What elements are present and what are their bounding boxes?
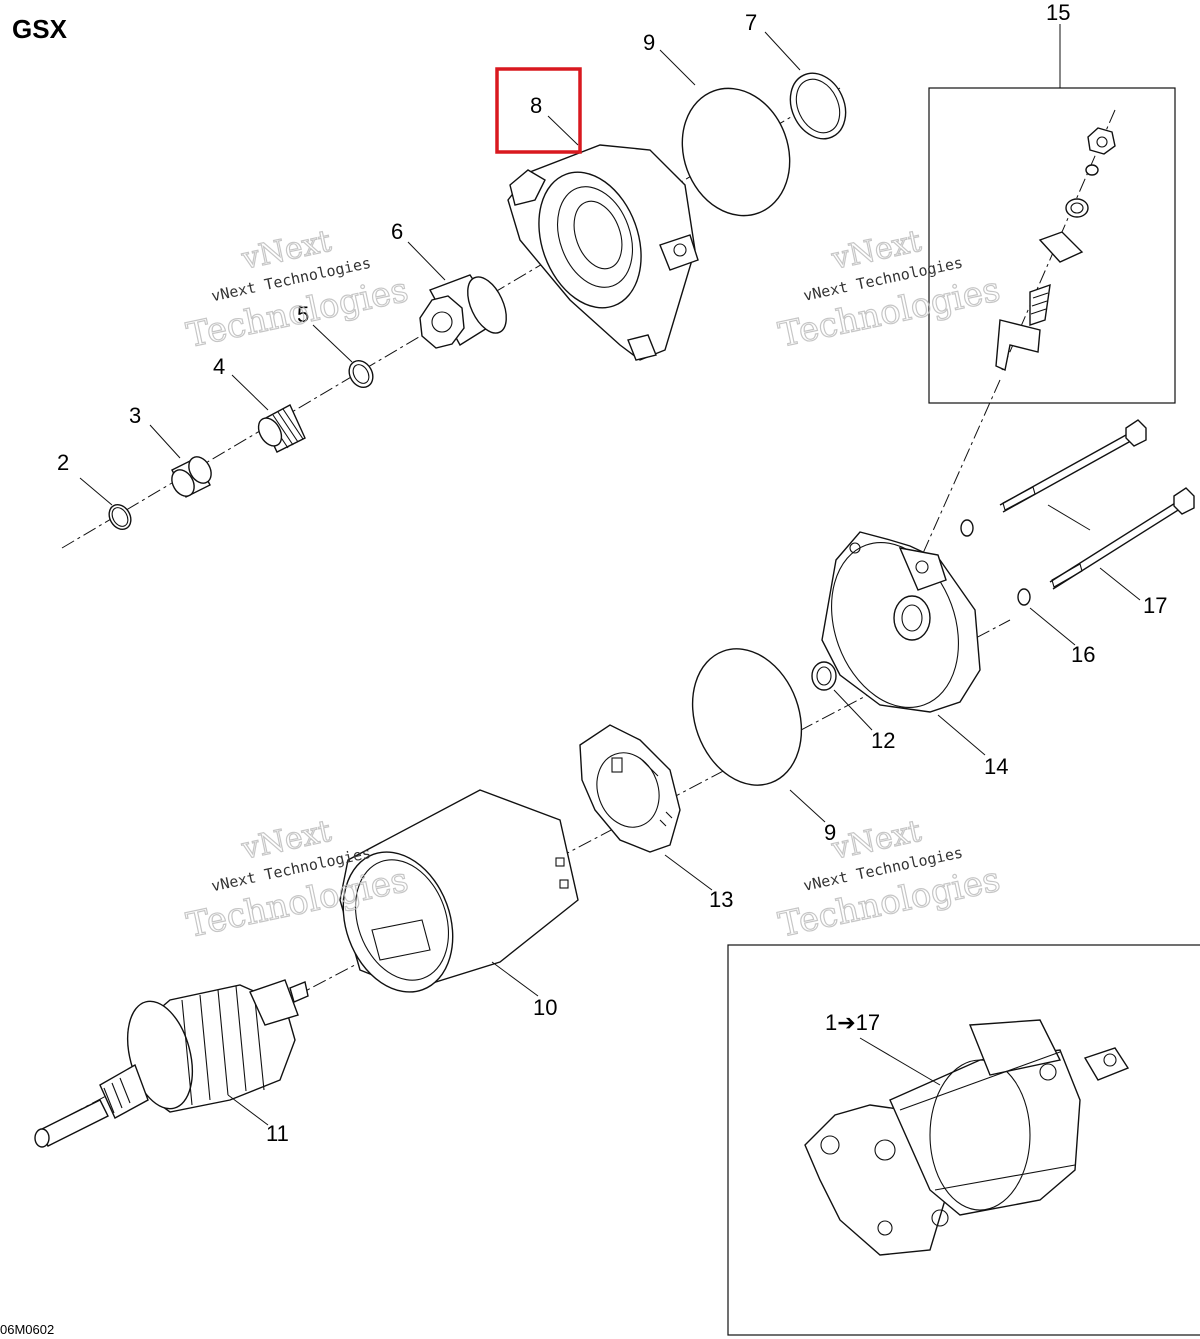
callout-16: 16 [1071,642,1095,667]
part-12-o-ring[interactable] [811,661,837,691]
inset-link-line [919,379,1001,561]
callout-10: 10 [533,995,557,1020]
starter-assembly-view[interactable] [804,1019,1130,1256]
callout-5: 5 [297,302,309,327]
callout-2: 2 [57,450,69,475]
inset-box-15 [928,87,1176,404]
part-8-drive-end-housing[interactable] [507,144,699,361]
part-5-washer[interactable] [344,356,377,391]
part-2-snap-ring[interactable] [105,501,135,534]
part-16-washers[interactable] [960,519,1031,606]
part-3-stop-collar[interactable] [167,453,215,500]
part-7-o-ring[interactable] [780,64,856,148]
callout-12: 12 [871,728,895,753]
part-10-yoke[interactable] [325,789,579,1007]
part-9-o-ring-lower[interactable] [674,633,820,800]
drawing-code: 06M0602 [0,1322,55,1337]
highlight-box-8 [495,67,582,154]
callout-6: 6 [391,219,403,244]
part-13-brush-plate[interactable] [579,724,681,853]
part-17-through-bolts[interactable] [999,419,1195,590]
callout-8: 8 [530,93,542,118]
model-title: GSX [12,14,67,44]
callout-9-upper: 9 [643,30,655,55]
callout-13: 13 [709,887,733,912]
part-15-terminal-kit[interactable] [995,109,1116,371]
callout-17: 17 [1143,593,1167,618]
callout-7: 7 [745,10,757,35]
callout-assembly: 1➔17 [825,1010,880,1035]
watermark-top-right: vNext Technologies vNext Technologies [775,223,1005,356]
callout-15: 15 [1046,0,1070,25]
callout-4: 4 [213,354,225,379]
part-11-armature[interactable] [34,979,309,1148]
inset-box-assembly [727,944,1200,1336]
callout-3: 3 [129,403,141,428]
part-9-o-ring-upper[interactable] [665,73,807,231]
watermark-bottom-right: vNext Technologies vNext Technologies [775,813,1005,946]
part-6-drive-pinion[interactable] [419,271,514,349]
part-14-end-housing[interactable] [810,525,981,726]
watermark-top-left: vNext Technologies vNext Technologies [183,223,413,356]
callout-11: 11 [266,1121,289,1146]
leader-lines [79,31,1141,1126]
callout-9-lower: 9 [824,820,836,845]
part-4-spring[interactable] [254,404,306,453]
callout-14: 14 [984,754,1008,779]
